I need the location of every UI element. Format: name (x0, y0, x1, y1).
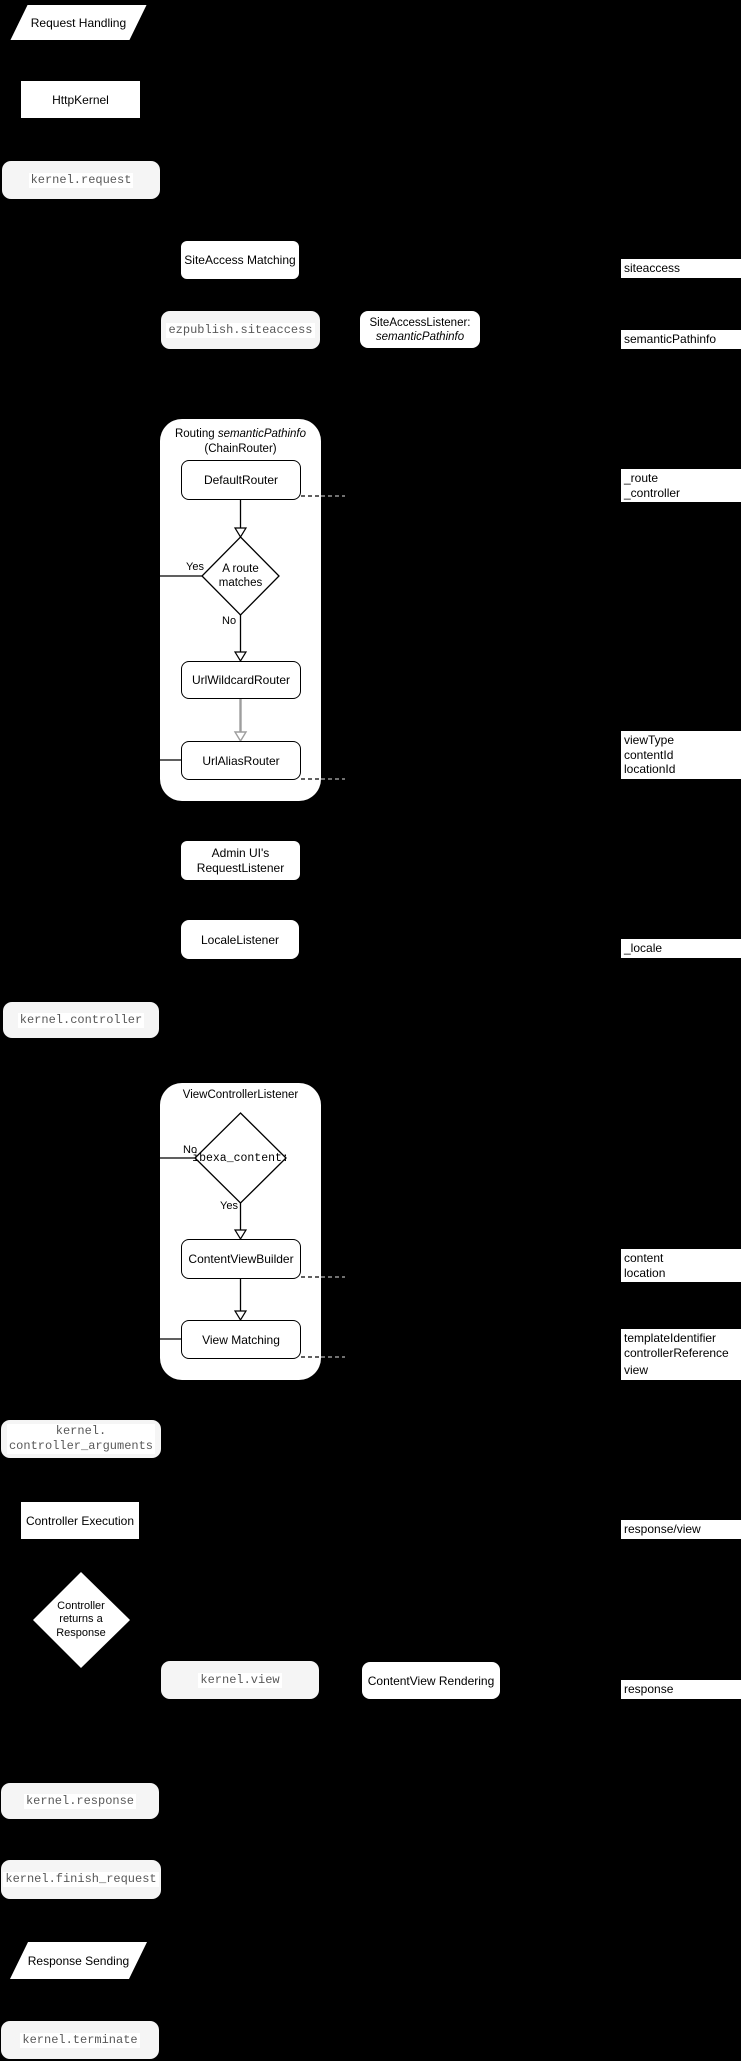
kernel-terminate-label: kernel.terminate (20, 2032, 140, 2048)
locale-listener-label: LocaleListener (200, 932, 280, 947)
admin-ui-request-listener-node: Admin UI's RequestListener (181, 841, 300, 880)
kernel-view-event: kernel.view (161, 1661, 319, 1699)
kernel-response-event: kernel.response (1, 1783, 159, 1819)
kernel-request-label: kernel.request (28, 172, 134, 188)
kernel-controller-label: kernel.controller (17, 1012, 145, 1028)
request-handling-label: Request Handling (30, 15, 127, 30)
kernel-controller-arguments-label: kernel. controller_arguments (6, 1424, 156, 1454)
kernel-controller-event: kernel.controller (3, 1002, 159, 1038)
controller-execution-node: Controller Execution (21, 1502, 139, 1539)
response-sending-parallelogram: Response Sending (9, 1942, 148, 1979)
url-wildcard-router-node: UrlWildcardRouter (181, 661, 301, 699)
request-handling-parallelogram: Request Handling (10, 5, 147, 40)
param-template-controller-reference: templateIdentifier controllerReference (621, 1329, 741, 1362)
default-router-node: DefaultRouter (181, 460, 301, 500)
view-matching-label: View Matching (202, 1332, 280, 1347)
param-response: response (621, 1680, 741, 1699)
url-alias-router-node: UrlAliasRouter (181, 741, 301, 780)
siteaccess-matching-label: SiteAccess Matching (184, 253, 296, 267)
contentview-rendering-node: ContentView Rendering (362, 1662, 500, 1699)
kernel-controller-arguments-event: kernel. controller_arguments (1, 1420, 161, 1458)
kernel-finish-request-event: kernel.finish_request (1, 1860, 161, 1899)
param-route-controller: _route _controller (621, 469, 741, 502)
param-locale: _locale (621, 939, 741, 958)
view-controller-listener-title: ViewControllerListener (182, 1089, 299, 1101)
routing-no-label: No (222, 615, 237, 627)
param-semantic-pathinfo: semanticPathinfo (621, 330, 741, 349)
routing-yes-label: Yes (186, 561, 204, 573)
content-view-builder-node: ContentViewBuilder (181, 1239, 301, 1279)
routing-title-prefix: Routing (174, 428, 218, 440)
content-view-builder-label: ContentViewBuilder (188, 1252, 294, 1266)
ibexa-no-label: No (183, 1144, 198, 1156)
ibexa-yes-label: Yes (220, 1200, 238, 1212)
param-response-view: response/view (621, 1520, 741, 1539)
locale-listener-node: LocaleListener (181, 920, 299, 959)
routing-container-title: Routing semanticPathinfo (160, 427, 321, 442)
siteaccess-listener-label: SiteAccessListener: (369, 316, 471, 329)
routing-title-italic: semanticPathinfo (217, 428, 307, 440)
url-wildcard-router-label: UrlWildcardRouter (191, 673, 291, 687)
kernel-response-label: kernel.response (23, 1793, 137, 1809)
ezpublish-siteaccess-label: ezpublish.siteaccess (166, 322, 315, 338)
http-kernel-node: HttpKernel (21, 81, 140, 118)
param-view: view (621, 1361, 741, 1380)
controller-returns-response-text: Controller returns a Response (56, 1599, 106, 1639)
siteaccess-listener-pathinfo: semanticPathinfo (375, 330, 465, 343)
kernel-terminate-event: kernel.terminate (1, 2021, 159, 2059)
http-kernel-label: HttpKernel (52, 92, 109, 107)
default-router-label: DefaultRouter (203, 473, 279, 487)
kernel-view-label: kernel.view (198, 1672, 282, 1688)
response-sending-label: Response Sending (27, 1953, 130, 1968)
controller-execution-label: Controller Execution (25, 1513, 135, 1528)
ezpublish-siteaccess-event: ezpublish.siteaccess (161, 311, 320, 349)
url-alias-router-label: UrlAliasRouter (202, 753, 280, 768)
param-siteaccess: siteaccess (621, 259, 741, 278)
contentview-rendering-label: ContentView Rendering (367, 1673, 495, 1688)
view-matching-node: View Matching (181, 1320, 301, 1359)
siteaccess-listener-node: SiteAccessListener: semanticPathinfo (360, 311, 480, 348)
param-content-location: content location (621, 1249, 741, 1282)
siteaccess-matching-node: SiteAccess Matching (181, 241, 299, 279)
route-matches-text: A route matches (218, 563, 263, 589)
kernel-finish-request-label: kernel.finish_request (3, 1872, 159, 1887)
param-viewtype-contentid-locationid: viewType contentId locationId (621, 731, 741, 779)
ibexa-content-text: ibexa_content: (192, 1151, 289, 1165)
kernel-request-event: kernel.request (2, 161, 160, 199)
routing-container-subtitle: (ChainRouter) (204, 443, 277, 455)
